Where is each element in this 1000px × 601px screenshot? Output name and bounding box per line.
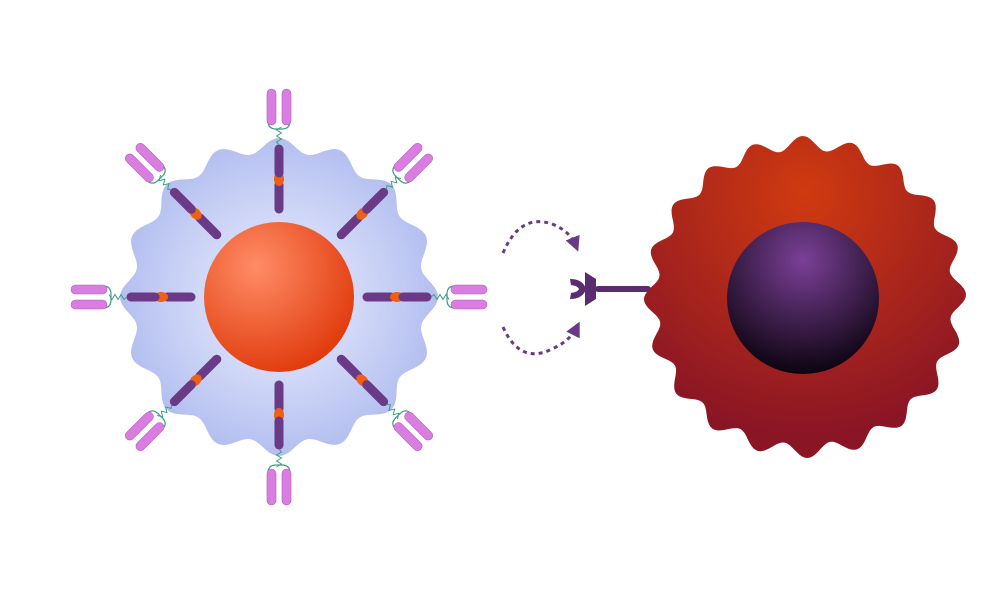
antibody-icon [70,284,196,310]
antibody-loop [392,164,412,184]
antibody-heavy-chain [266,88,277,126]
antibody-stem [195,354,222,381]
antibody-heavy-chain [135,422,165,451]
antibody-linker [156,404,173,418]
antibody-linker [430,293,450,301]
antibody-hinge [189,207,202,220]
antibody-loop [267,120,291,130]
antibody-icon [125,143,222,240]
antibody-arm [362,380,389,407]
antibody-stem [336,213,363,240]
antibody-group [70,88,488,506]
antibody-stem [336,354,363,381]
antibody-light-chain [393,422,423,451]
antibody-icon [336,354,433,451]
antibody-light-chain [135,143,165,172]
antibody-loop [146,410,166,430]
antibody-heavy-chain [70,299,108,310]
antibody-light-chain [281,88,292,126]
antibody-light-chain [125,411,154,441]
antibody-loop [446,285,456,309]
antibody-heavy-chain [404,411,433,441]
antibody-icon [266,88,292,214]
antibody-icon [125,354,222,451]
binding-cycle-icon [501,220,580,356]
arrow-top [501,220,580,254]
antibody-light-chain [266,468,277,506]
antibody-light-chain [450,299,488,310]
antibody-icon [336,143,433,240]
nanoparticle-icon [70,88,488,506]
antibody-light-chain [404,153,433,183]
antibody-heavy-chain [281,468,292,506]
antibody-arm [362,187,389,214]
antibody-icon [362,284,488,310]
antibody-icon [266,380,292,506]
target-cell-nucleus [727,222,879,374]
antibody-loop [267,464,291,474]
antibody-heavy-chain [393,143,423,172]
antibody-linker [108,293,128,301]
antibody-heavy-chain [450,284,488,295]
antibody-linker [275,126,283,146]
antibody-stem [195,213,222,240]
antibody-linker [385,176,402,190]
antibody-loop [392,410,412,430]
antibody-loop [146,164,166,184]
antibody-loop [102,285,112,309]
antibody-linker [158,174,172,191]
antibody-heavy-chain [125,153,154,183]
receptor-icon [570,272,651,306]
antibody-hinge [189,374,202,387]
antibody-hinge [356,374,369,387]
antibody-arm [169,380,196,407]
arrow-bottom [501,321,580,356]
target-cell-icon [644,136,966,458]
antibody-light-chain [70,284,108,295]
antibody-arm [169,187,196,214]
antibody-linker [275,448,283,468]
antibody-linker [386,403,400,420]
particle-core [204,222,354,372]
